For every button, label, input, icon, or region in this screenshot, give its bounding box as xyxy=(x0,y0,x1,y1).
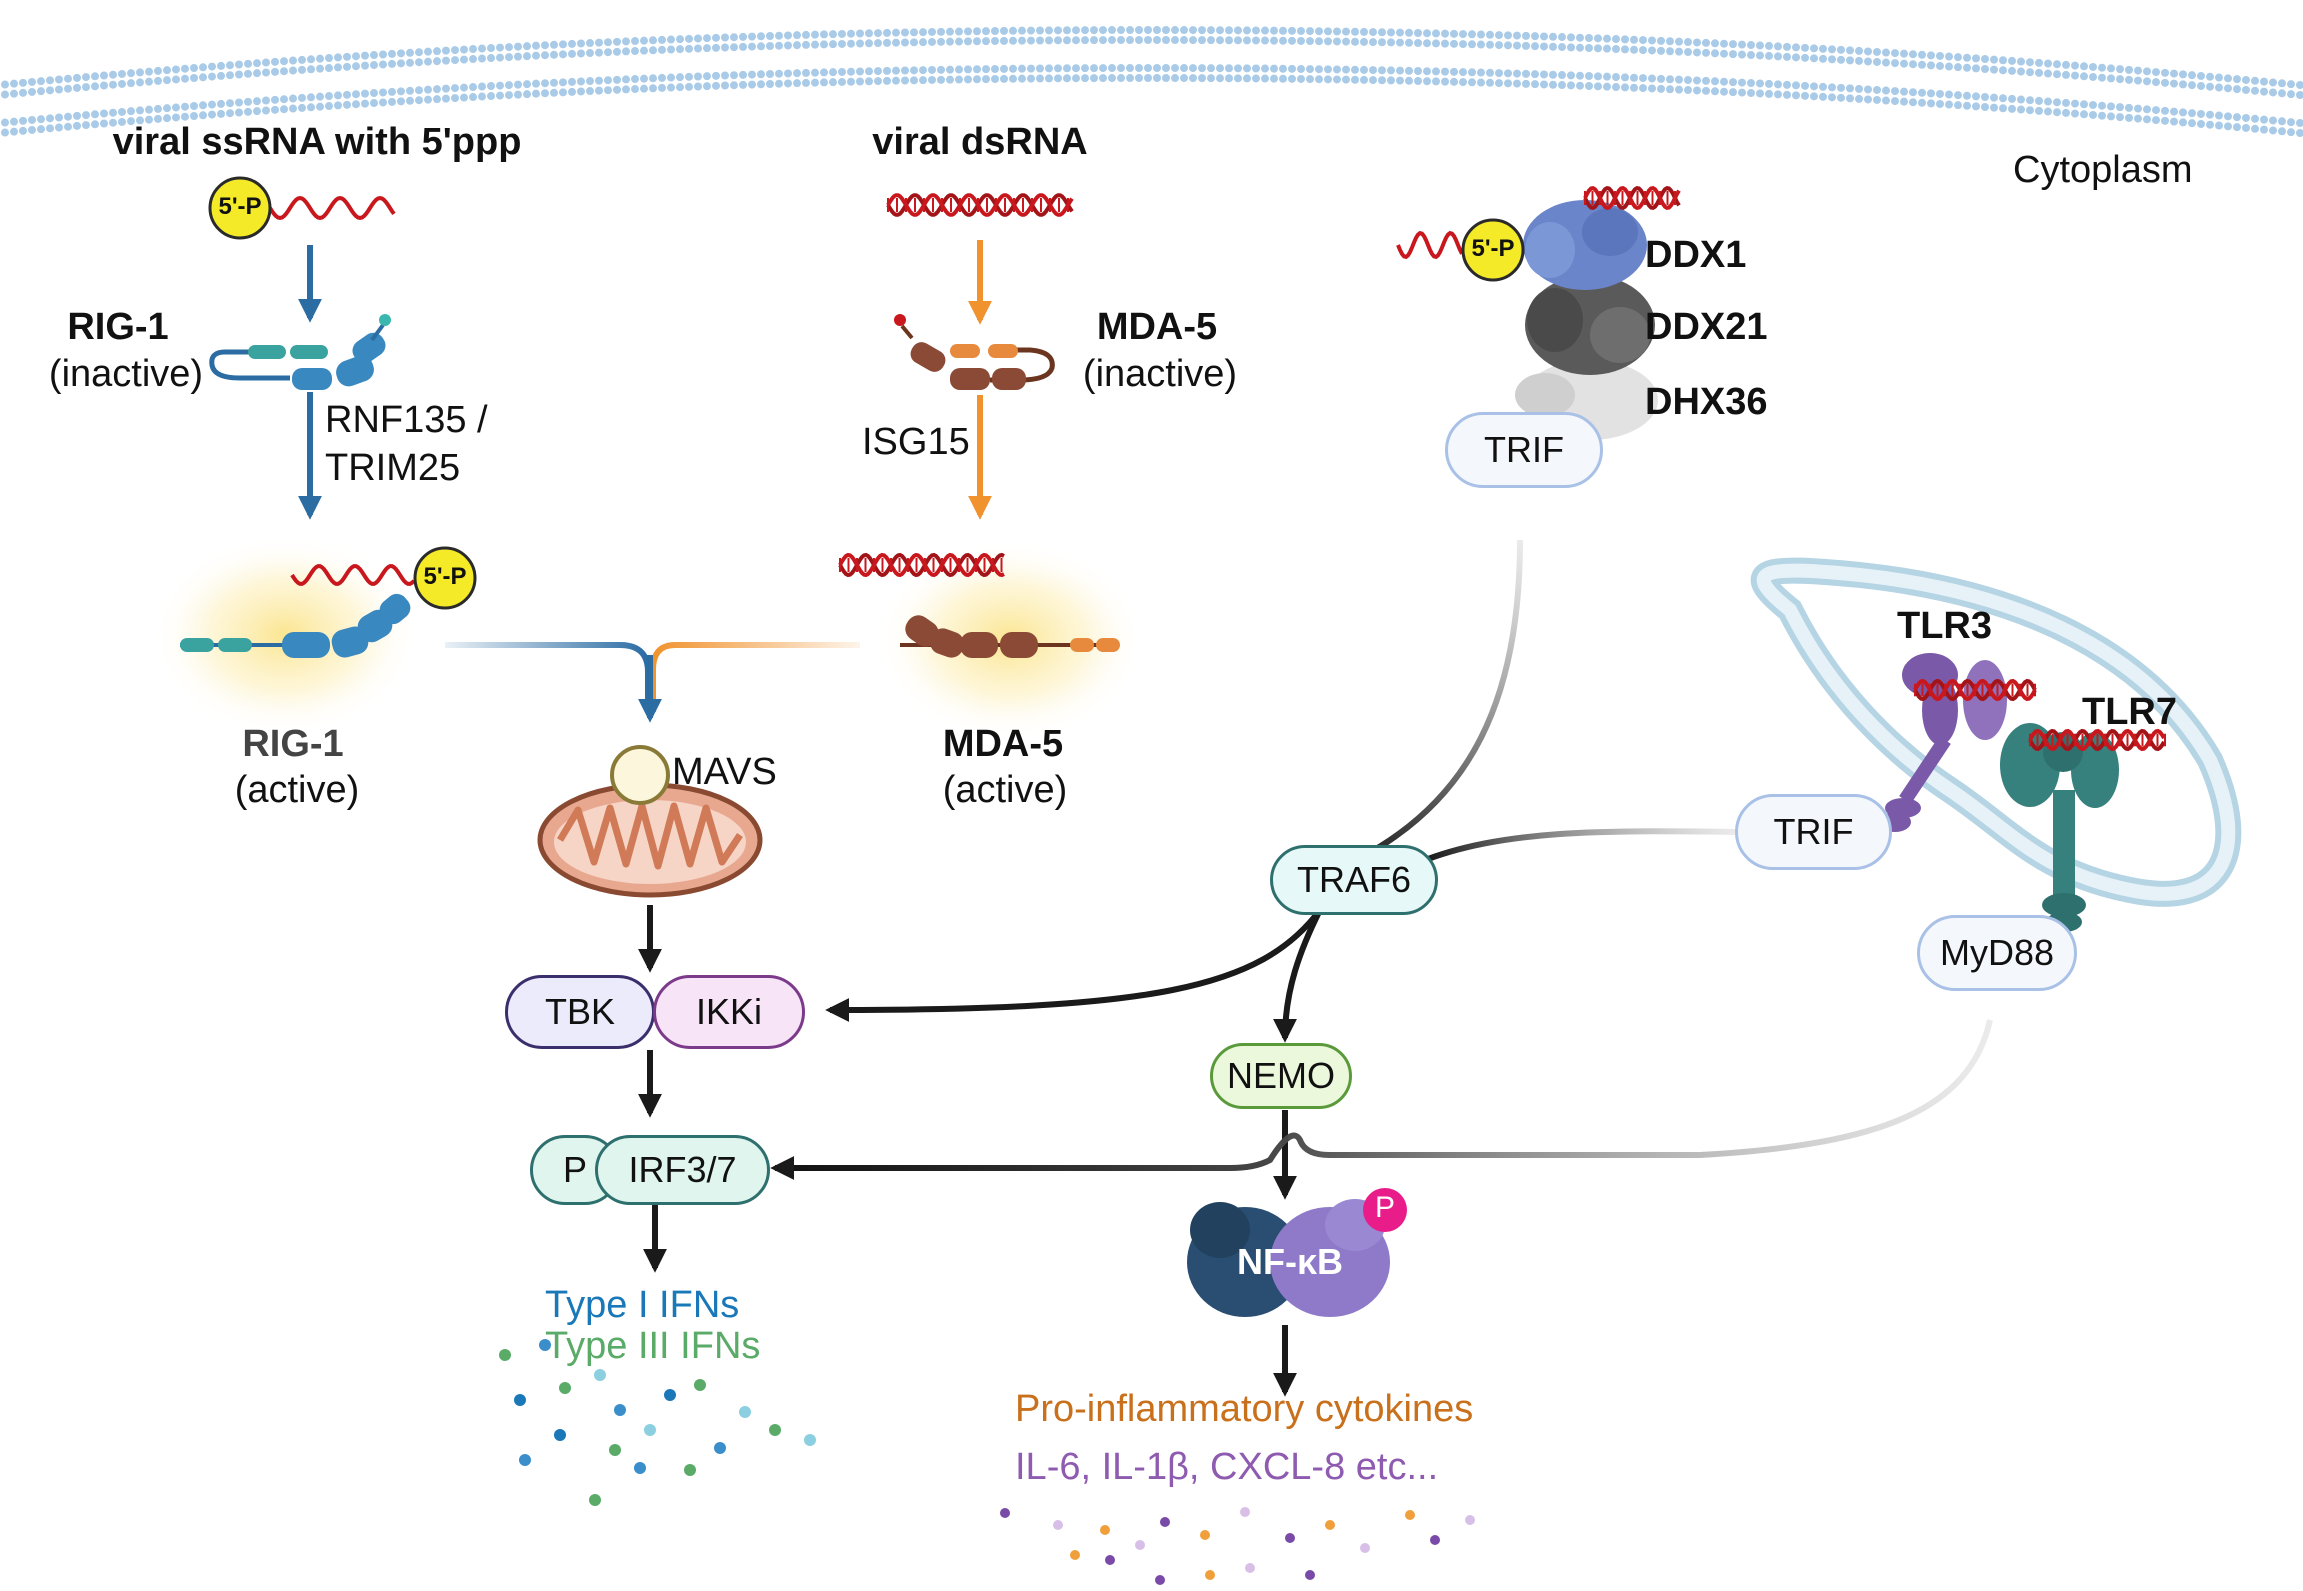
rig1-ligand-cap-label: 5'-P xyxy=(218,193,262,220)
rig1-active-protein xyxy=(180,593,411,658)
nfkb-phospho-label: P xyxy=(1374,1191,1396,1224)
dhx36-label: DHX36 xyxy=(1645,381,1768,423)
rig1-inactive-state: (inactive) xyxy=(48,353,204,395)
nemo-node: NEMO xyxy=(1210,1043,1352,1109)
rna-strands xyxy=(268,185,2166,752)
myd88-to-irf-arrow xyxy=(770,1019,1993,1180)
rig1-active-cap-label: 5'-P xyxy=(423,563,467,590)
mda5-active-state: (active) xyxy=(942,769,1068,811)
mda5-active-name: MDA-5 xyxy=(942,723,1064,765)
ddx21-label: DDX21 xyxy=(1645,306,1768,348)
rig1-active-cap xyxy=(413,546,477,610)
traf6-node: TRAF6 xyxy=(1270,845,1438,915)
helicase-trif-to-traf6-line xyxy=(1358,539,1523,861)
mda5-ligand-label: viral dsRNA xyxy=(872,121,1088,163)
helicase-cap xyxy=(1461,218,1525,282)
helicase-trif-adaptor: TRIF xyxy=(1445,412,1603,488)
type1-ifn-label: Type I IFNs xyxy=(545,1284,740,1326)
interferon-particles xyxy=(499,1339,816,1506)
rig1-inactive-name: RIG-1 xyxy=(67,306,169,348)
myd88-adaptor: MyD88 xyxy=(1917,915,2077,991)
helicase-cap-label: 5'-P xyxy=(1471,235,1515,262)
ddx1-label: DDX1 xyxy=(1645,234,1747,276)
mda5-to-mavs-line xyxy=(650,642,860,712)
mda5-activator: ISG15 xyxy=(862,421,970,463)
rig1-to-mavs-line xyxy=(445,642,651,712)
rig1-active-state: (active) xyxy=(234,769,360,811)
traf6-to-nemo-arrow xyxy=(1273,908,1323,1043)
tlr3-label: TLR3 xyxy=(1897,605,1992,647)
type3-ifn-label: Type III IFNs xyxy=(545,1325,761,1367)
traf6-to-tbk-arrow xyxy=(825,908,1323,1022)
tlr3-receptor xyxy=(1879,653,2007,832)
tlr7-label: TLR7 xyxy=(2082,691,2177,733)
rig1-ligand-label: viral ssRNA with 5'ppp xyxy=(112,121,522,163)
rig1-ligand-cap xyxy=(208,176,272,240)
mavs-mitochondrion xyxy=(537,745,763,898)
mda5-inactive-protein xyxy=(894,314,1055,390)
mda5-active-protein xyxy=(900,615,1120,658)
helicase-complex xyxy=(1515,200,1658,440)
endosome-trif-adaptor: TRIF xyxy=(1735,794,1892,870)
irf-node: IRF3/7 xyxy=(595,1135,770,1205)
nfkb-label: NF-κB xyxy=(1236,1241,1344,1282)
cytoplasm-label: Cytoplasm xyxy=(2013,149,2193,191)
rig1-activation-glow xyxy=(150,535,420,735)
rig1-active-name: RIG-1 xyxy=(242,723,344,765)
rig1-activator-line2: TRIM25 xyxy=(325,447,461,489)
ikki-node: IKKi xyxy=(653,975,805,1049)
cytokine-particles xyxy=(1000,1507,1475,1585)
mda5-inactive-name: MDA-5 xyxy=(1096,306,1218,348)
cytokines-title: Pro-inflammatory cytokines xyxy=(1015,1388,1474,1430)
mda5-inactive-state: (inactive) xyxy=(1082,353,1238,395)
nfkb-complex xyxy=(1187,1188,1407,1317)
mavs-label: MAVS xyxy=(672,751,777,793)
cell-membrane xyxy=(1,26,2303,137)
rig1-activator-line1: RNF135 / xyxy=(325,399,488,441)
rig1-inactive-protein xyxy=(209,314,391,390)
cytokines-list: IL-6, IL-1β, CXCL-8 etc... xyxy=(1015,1446,1439,1488)
tbk-node: TBK xyxy=(505,975,655,1049)
endosome-trif-to-traf6-line xyxy=(1418,828,1736,865)
